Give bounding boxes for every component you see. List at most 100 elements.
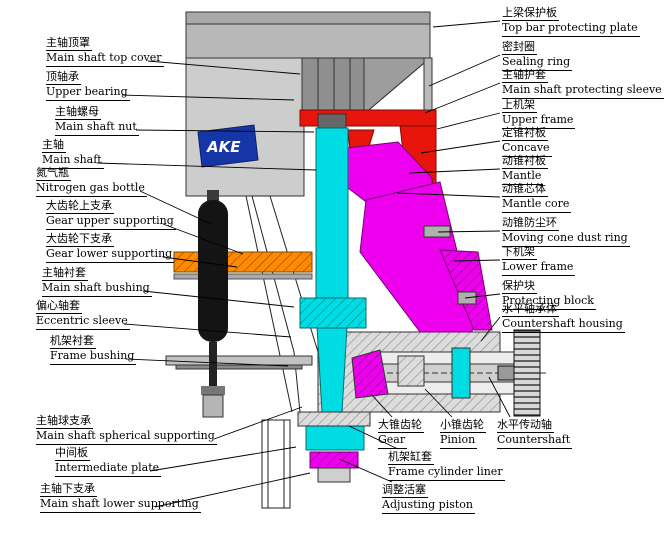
label-cn: 顶轴承	[46, 70, 81, 86]
label-en: Upper frame	[502, 113, 576, 129]
label-cn: 大锥齿轮	[378, 418, 424, 434]
label-cn: 上机架	[502, 98, 537, 114]
drive-pulley	[497, 329, 541, 417]
label-en: Concave	[502, 141, 552, 157]
label-cn: 主轴衬套	[42, 266, 88, 282]
leader-lines	[96, 20, 511, 508]
label-en: Adjusting piston	[382, 498, 476, 514]
label-cn: 保护块	[502, 279, 537, 295]
label-cn: 大齿轮下支承	[46, 232, 114, 248]
countershaft-housing-shape	[317, 331, 548, 413]
label-en: Protecting block	[502, 294, 596, 310]
label-cn: 水平轴承体	[502, 302, 559, 318]
label-cn: 调整活塞	[382, 483, 428, 499]
base-plates	[165, 355, 313, 370]
label-cn: 下机架	[502, 245, 537, 261]
label-en: Mantle	[502, 169, 544, 185]
label-cn: 主轴	[42, 138, 66, 154]
label-en: Main shaft bushing	[42, 281, 152, 297]
label-cn: 密封圈	[502, 40, 537, 56]
bevel-gear-shape	[351, 349, 389, 399]
label-en: Lower frame	[502, 260, 576, 276]
label-en: Pinion	[440, 433, 478, 449]
label-en: Countershaft housing	[502, 317, 625, 333]
label-en: Main shaft nut	[55, 120, 139, 136]
label-cn: 主轴顶罩	[46, 36, 92, 52]
label-en: Main shaft spherical supporting	[36, 429, 217, 445]
label-en: Gear	[378, 433, 408, 449]
label-en: Gear lower supporting	[46, 247, 175, 263]
label-en: Frame cylinder liner	[388, 465, 505, 481]
label-en: Top bar protecting plate	[502, 21, 640, 37]
label-cn: 主轴螺母	[55, 105, 101, 121]
label-cn: 中间板	[55, 446, 90, 462]
label-en: Main shaft lower supporting	[40, 497, 201, 513]
label-en: Upper bearing	[46, 85, 130, 101]
label-cn: 大齿轮上支承	[46, 199, 114, 215]
label-en: Main shaft protecting sleeve	[502, 83, 664, 99]
label-en: Gear upper supporting	[46, 214, 176, 230]
gear-supporting-bar	[173, 251, 313, 280]
frame-outlines	[245, 195, 319, 509]
label-en: Mantle core	[502, 197, 572, 213]
shaft-nut-shape	[317, 113, 347, 129]
label-cn: 小锥齿轮	[440, 418, 486, 434]
label-en: Main shaft	[42, 153, 104, 169]
feed-hopper	[185, 11, 432, 197]
label-cn: 水平传动轴	[497, 418, 554, 434]
label-en: Frame bushing	[50, 349, 137, 365]
shaft-end-shape	[451, 347, 471, 399]
label-cn: 机架缸套	[388, 450, 434, 466]
label-en: Intermediate plate	[55, 461, 162, 477]
label-cn: 主轴护套	[502, 68, 548, 84]
label-en: Moving cone dust ring	[502, 231, 630, 247]
label-cn: 偏心轴套	[36, 299, 82, 315]
label-cn: 主轴球支承	[36, 414, 93, 430]
label-cn: 机架衬套	[50, 334, 96, 350]
pinion-shape	[397, 355, 425, 387]
label-cn: 主轴下支承	[40, 482, 97, 498]
nitrogen-bottle	[198, 190, 228, 418]
mantle-shape	[309, 141, 493, 469]
label-cn: 动锥防尘环	[502, 216, 559, 232]
sealing-ring-shape	[423, 57, 433, 111]
spherical-seat-shape	[299, 297, 367, 329]
label-en: Main shaft top cover	[46, 51, 164, 67]
label-cn: 定锥衬板	[502, 126, 548, 142]
label-cn: 动锥衬板	[502, 154, 548, 170]
label-en: Countershaft	[497, 433, 573, 449]
label-cn: 氮气瓶	[36, 166, 71, 182]
label-en: Eccentric sleeve	[36, 314, 130, 330]
label-en: Nitrogen gas bottle	[36, 181, 147, 197]
label-cn: 动锥芯体	[502, 182, 548, 198]
